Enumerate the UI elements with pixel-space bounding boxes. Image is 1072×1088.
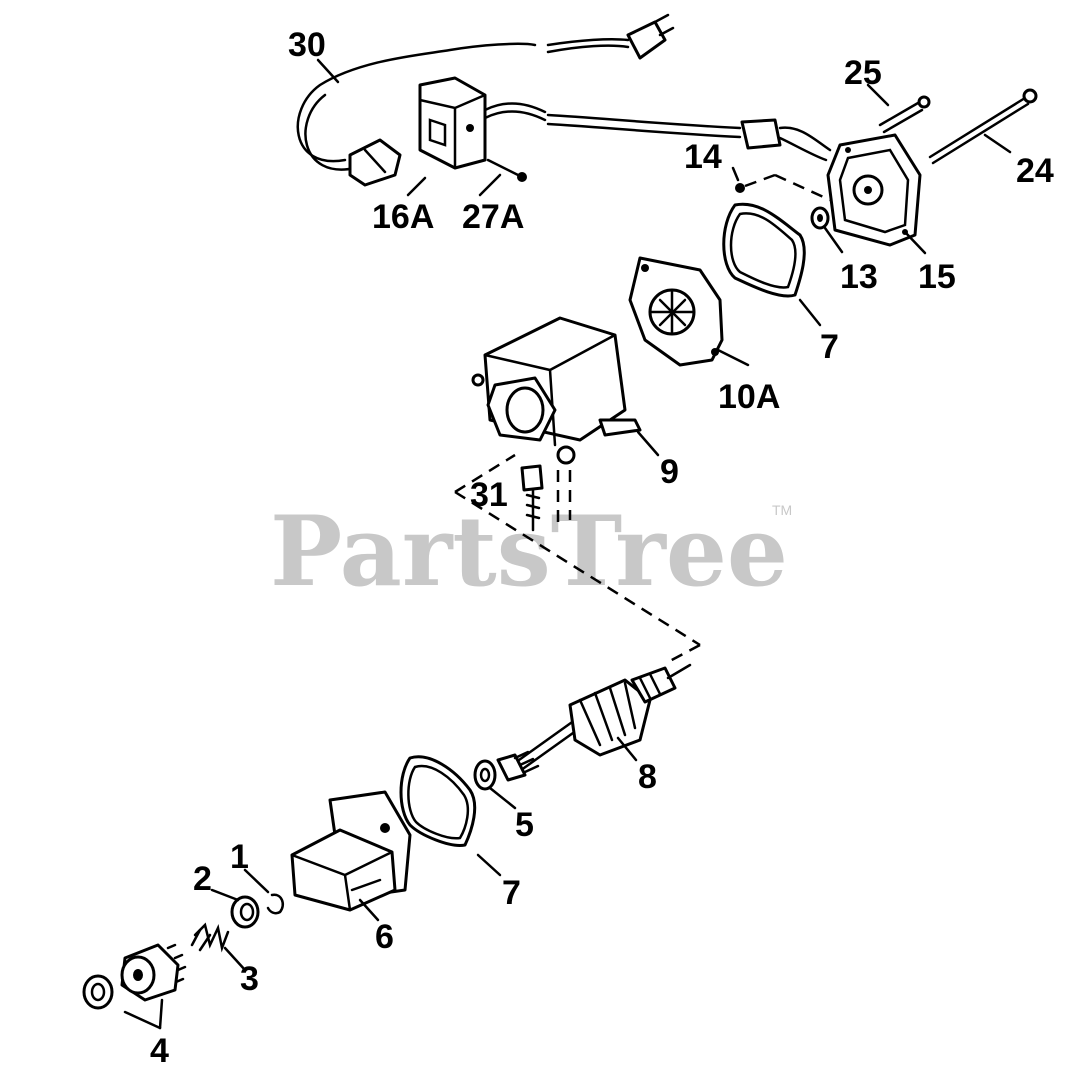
callout-10A[interactable]: 10A [718, 378, 780, 416]
part-gasket-upper[interactable] [722, 202, 806, 298]
part-washer-5[interactable] [473, 759, 497, 791]
callout-14[interactable]: 14 [684, 138, 722, 176]
alignment-lines [454, 453, 701, 664]
part-washer-13[interactable] [810, 206, 830, 230]
part-screw-14[interactable] [735, 173, 831, 202]
callout-24[interactable]: 24 [1016, 152, 1054, 190]
part-screw-27a[interactable] [486, 158, 527, 182]
callout-8[interactable]: 8 [638, 758, 657, 796]
callout-4[interactable]: 4 [150, 1032, 169, 1070]
part-pinion-assembly[interactable] [82, 943, 187, 1010]
part-bolt-25[interactable] [878, 95, 931, 134]
callout-9[interactable]: 9 [660, 453, 679, 491]
part-motor-frame[interactable] [471, 316, 642, 465]
callout-25[interactable]: 25 [844, 54, 882, 92]
part-switch-box[interactable] [418, 76, 547, 170]
callout-3[interactable]: 3 [240, 960, 259, 998]
part-drive-housing[interactable] [290, 790, 412, 912]
callout-5[interactable]: 5 [515, 806, 534, 844]
part-lead-wire [546, 113, 832, 162]
callout-7-lower[interactable]: 7 [502, 874, 521, 912]
part-gasket-lower[interactable] [399, 755, 477, 847]
part-spring[interactable] [190, 922, 230, 953]
watermark-trademark: TM [772, 502, 792, 518]
callout-15[interactable]: 15 [918, 258, 956, 296]
callout-2[interactable]: 2 [193, 860, 212, 898]
watermark-text: PartsTree [270, 495, 788, 608]
part-spring-cup[interactable] [230, 895, 260, 929]
part-bolt-31[interactable] [520, 464, 544, 532]
part-snap-ring[interactable] [266, 893, 284, 915]
part-armature[interactable] [496, 663, 692, 782]
callout-30[interactable]: 30 [288, 26, 326, 64]
leader-lines [123, 58, 1012, 1030]
callout-27A[interactable]: 27A [462, 198, 524, 236]
part-end-cap[interactable] [826, 133, 922, 247]
callout-13[interactable]: 13 [840, 258, 878, 296]
callout-1[interactable]: 1 [230, 838, 249, 876]
part-brush-plate[interactable] [628, 256, 724, 367]
callout-31[interactable]: 31 [470, 476, 508, 514]
part-power-cord[interactable] [296, 13, 675, 187]
callout-7-upper[interactable]: 7 [820, 328, 839, 366]
callout-6[interactable]: 6 [375, 918, 394, 956]
callout-16A[interactable]: 16A [372, 198, 434, 236]
part-bolt-24[interactable] [928, 88, 1038, 165]
